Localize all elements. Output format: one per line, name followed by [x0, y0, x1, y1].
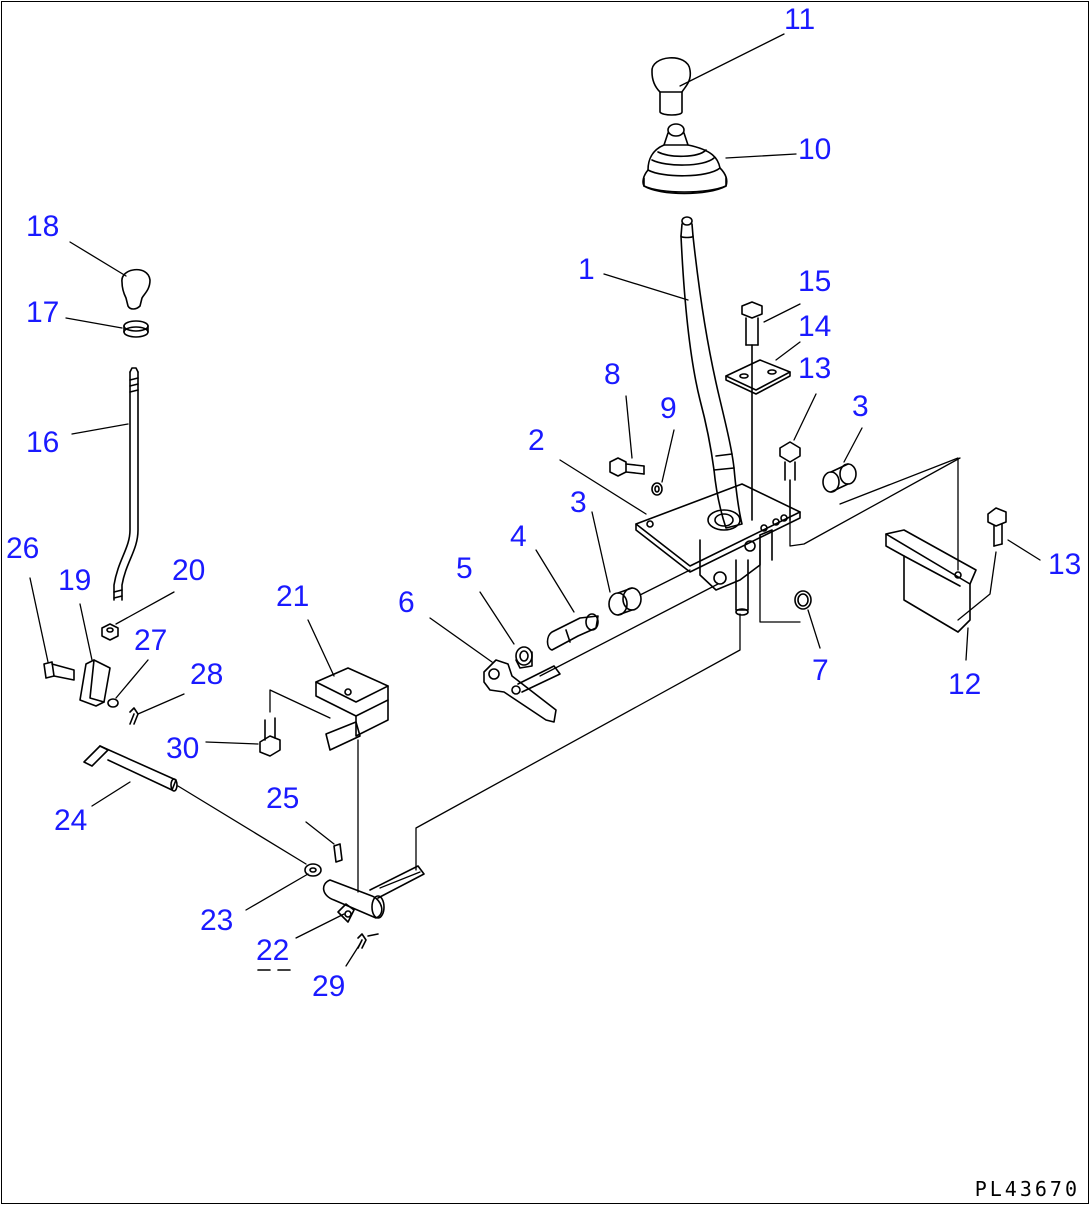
- shift-boot-part: [642, 123, 728, 195]
- bracket-21-part: [315, 667, 389, 751]
- callout-26: 26: [6, 532, 39, 565]
- rod-24-part: [83, 745, 178, 792]
- callout-14: 14: [798, 310, 831, 343]
- callout-20: 20: [172, 554, 205, 587]
- washer-9-part: [651, 482, 663, 496]
- callout-11: 11: [784, 3, 815, 36]
- shaft-22-part: [322, 865, 425, 923]
- cotter-pin-28-part: [129, 707, 139, 725]
- callout-18: 18: [26, 210, 59, 243]
- callout-3-right: 3: [852, 390, 869, 423]
- leader-lines: [29, 33, 1041, 967]
- bracket-2-part: [635, 483, 801, 616]
- callout-24: 24: [54, 804, 87, 837]
- callout-6: 6: [398, 586, 415, 619]
- washer-27-part: [107, 698, 119, 708]
- callout-23: 23: [200, 904, 233, 937]
- shift-lever-part: [680, 216, 743, 529]
- assembly-lines: [177, 457, 997, 893]
- clip-7-part: [794, 590, 812, 610]
- callout-9: 9: [660, 392, 677, 425]
- nut-20-part: [101, 623, 119, 641]
- bushing-3-right-part: [822, 463, 857, 493]
- callout-12: 12: [948, 668, 981, 701]
- callout-7: 7: [812, 654, 829, 687]
- plate-14-part: [725, 359, 791, 395]
- rod-16-part: [113, 367, 139, 601]
- callout-8: 8: [604, 358, 621, 391]
- shift-knob-part: [651, 57, 692, 116]
- bolt-26-part: [43, 661, 75, 681]
- callout-17: 17: [26, 296, 59, 329]
- ball-joint-5-part: [515, 646, 533, 669]
- bolt-8-part: [609, 457, 645, 477]
- callout-4: 4: [510, 520, 527, 553]
- bolt-15-part: [741, 301, 763, 521]
- cotter-pin-29-part: [357, 933, 379, 949]
- clevis-19-part: [79, 659, 111, 707]
- callout-30: 30: [166, 732, 199, 765]
- callout-3-left: 3: [570, 486, 587, 519]
- bolt-13-upper-part: [779, 441, 801, 521]
- callout-10: 10: [798, 133, 831, 166]
- callout-15: 15: [798, 265, 831, 298]
- nut-17-part: [123, 320, 149, 338]
- pin-25-part: [333, 843, 343, 863]
- callout-21: 21: [276, 580, 309, 613]
- callout-13-right: 13: [1048, 548, 1081, 581]
- bushing-3-left-part: [608, 587, 642, 616]
- callout-19: 19: [58, 564, 91, 597]
- drawing-number: PL43670: [974, 1177, 1080, 1201]
- washer-23-part: [304, 863, 322, 877]
- bolt-30-part: [259, 717, 281, 757]
- callout-13-upper: 13: [798, 352, 831, 385]
- callout-28: 28: [190, 658, 223, 691]
- callout-2: 2: [528, 424, 545, 457]
- callout-16: 16: [26, 426, 59, 459]
- callout-22: 22: [256, 934, 289, 967]
- lever-6-part: [483, 659, 561, 723]
- bracket-12-part: [885, 529, 977, 633]
- knob-18-part: [121, 268, 151, 310]
- callout-29: 29: [312, 970, 345, 1003]
- callout-27: 27: [134, 624, 167, 657]
- callout-labels: 11 10 1 15 14 13 3 8 9 2 3 4 5 6 7 12 13…: [6, 3, 1081, 1003]
- joint-4-part: [546, 613, 599, 651]
- bolt-13-right-part: [987, 507, 1007, 547]
- callout-25: 25: [266, 782, 299, 815]
- callout-1: 1: [578, 253, 595, 286]
- callout-5: 5: [456, 552, 473, 585]
